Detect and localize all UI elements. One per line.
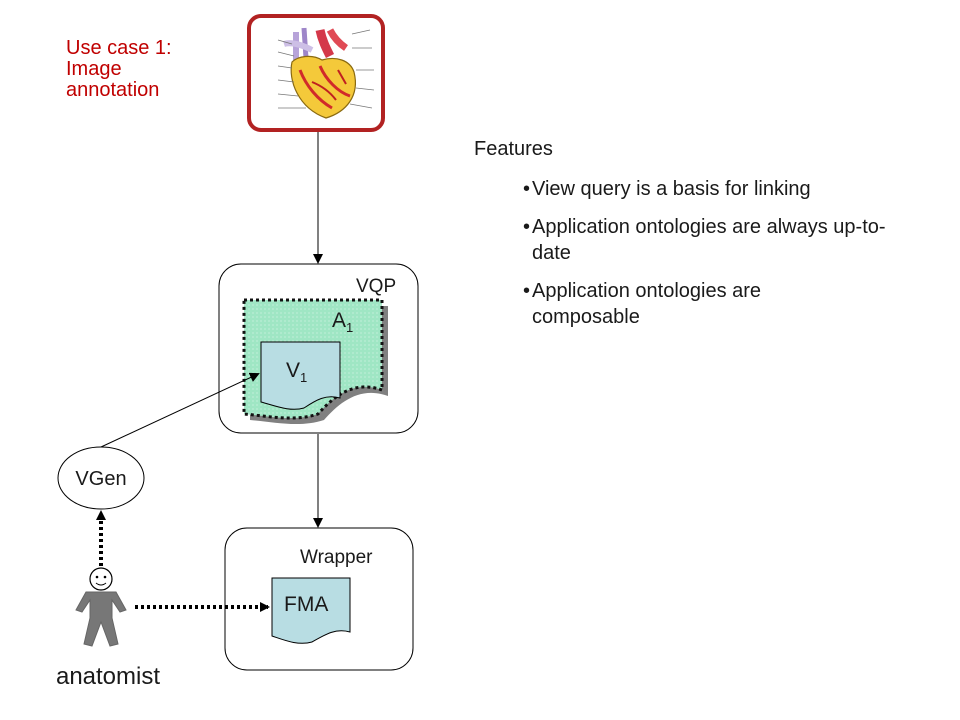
use-case-title: Use case 1: Image annotation <box>66 38 172 101</box>
feature-item-3: Application ontologies are composable <box>523 278 832 330</box>
vgen-label: VGen <box>75 468 126 490</box>
fma-label: FMA <box>284 593 328 616</box>
v1-label: V1 <box>286 359 307 385</box>
use-case-line-2: Image <box>66 58 122 80</box>
feature-item-2: Application ontologies are always up-to-… <box>523 214 894 266</box>
stick-figure-icon <box>75 567 127 647</box>
fma-document <box>271 577 351 644</box>
view-document-v1 <box>260 341 341 410</box>
a1-label: A1 <box>332 309 353 335</box>
use-case-line-1: Use case 1: <box>66 37 172 59</box>
use-case-line-3: annotation <box>66 79 160 101</box>
arrow-vgen-to-view <box>100 372 260 448</box>
feature-item-1: View query is a basis for linking <box>523 176 894 202</box>
vqp-label: VQP <box>356 276 396 297</box>
wrapper-label: Wrapper <box>300 547 373 568</box>
features-block: Features View query is a basis for linki… <box>474 136 894 330</box>
heart-anatomy-icon <box>277 27 375 119</box>
features-heading: Features <box>474 138 553 160</box>
anatomist-label: anatomist <box>56 663 160 690</box>
